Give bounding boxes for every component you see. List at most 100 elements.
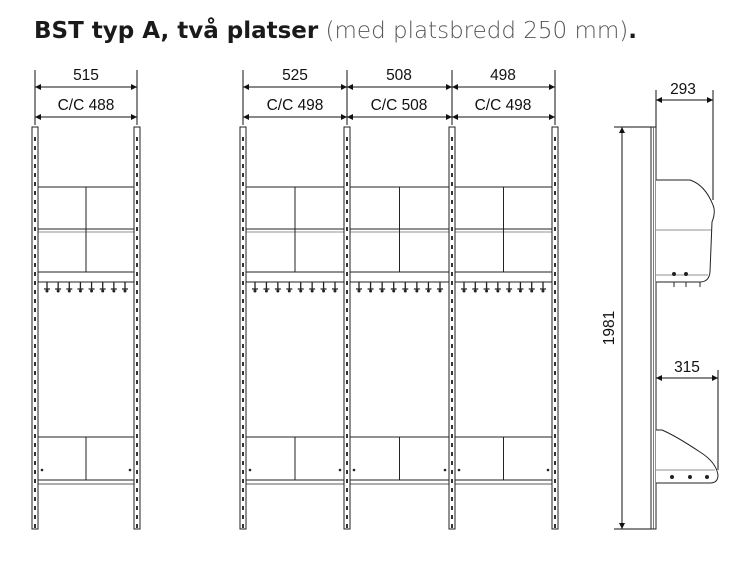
post-slot bbox=[554, 380, 556, 384]
post-slot bbox=[554, 245, 556, 249]
coat-hook bbox=[506, 282, 513, 290]
coat-hook bbox=[88, 282, 95, 290]
coat-hook-knob bbox=[253, 289, 257, 293]
coat-hook-knob bbox=[473, 289, 477, 293]
post-slot bbox=[136, 407, 138, 411]
post-slot bbox=[242, 227, 244, 231]
post-slot bbox=[451, 173, 453, 177]
post-slot bbox=[242, 281, 244, 285]
post-slot bbox=[242, 218, 244, 222]
post-slot bbox=[451, 200, 453, 204]
post-slot bbox=[136, 416, 138, 420]
triple-width-label-1: 525 bbox=[282, 67, 308, 84]
post-slot bbox=[34, 371, 36, 375]
coat-hook bbox=[263, 282, 270, 290]
post-slot bbox=[554, 200, 556, 204]
post-slot bbox=[346, 191, 348, 195]
coat-hook bbox=[55, 282, 62, 290]
side-depth-top-label: 293 bbox=[670, 81, 696, 98]
left-width-label: 515 bbox=[73, 67, 99, 84]
post-slot bbox=[451, 515, 453, 519]
coat-hook bbox=[517, 282, 524, 290]
coat-hook bbox=[274, 282, 281, 290]
post-slot bbox=[451, 182, 453, 186]
post-slot bbox=[34, 308, 36, 312]
page-title: BST typ A, två platser (med platsbredd 2… bbox=[34, 18, 637, 44]
post-slot bbox=[346, 524, 348, 528]
coat-hook-knob bbox=[403, 289, 407, 293]
post-slot bbox=[451, 488, 453, 492]
post-slot bbox=[34, 515, 36, 519]
post-slot bbox=[554, 236, 556, 240]
post-slot bbox=[451, 425, 453, 429]
post-slot bbox=[34, 389, 36, 393]
side-view bbox=[614, 90, 719, 530]
post-slot bbox=[136, 245, 138, 249]
post-slot bbox=[34, 227, 36, 231]
post-slot bbox=[451, 434, 453, 438]
post-slot bbox=[242, 344, 244, 348]
bench-screw bbox=[352, 468, 356, 472]
post-slot bbox=[554, 191, 556, 195]
front-view-triple bbox=[239, 126, 559, 530]
post-slot bbox=[242, 317, 244, 321]
post-slot bbox=[451, 470, 453, 474]
post-slot bbox=[34, 137, 36, 141]
post-slot bbox=[346, 362, 348, 366]
post-slot bbox=[136, 254, 138, 258]
post-slot bbox=[451, 398, 453, 402]
post-slot bbox=[136, 497, 138, 501]
coat-hook bbox=[122, 282, 128, 290]
hook-rail bbox=[349, 271, 450, 283]
coat-hook-knob bbox=[310, 289, 314, 293]
post-slot bbox=[346, 353, 348, 357]
post-slot bbox=[242, 488, 244, 492]
triple-cc-label-3: C/C 498 bbox=[475, 97, 532, 114]
post-slot bbox=[554, 524, 556, 528]
post-slot bbox=[136, 461, 138, 465]
coat-hook-knob bbox=[90, 289, 94, 293]
post-slot bbox=[242, 479, 244, 483]
hook-rail bbox=[245, 271, 345, 283]
post-slot bbox=[346, 344, 348, 348]
post-slot bbox=[554, 317, 556, 321]
post-slot bbox=[242, 164, 244, 168]
post-slot bbox=[136, 506, 138, 510]
post-slot bbox=[554, 218, 556, 222]
post-slot bbox=[554, 308, 556, 312]
hook-rail bbox=[37, 271, 135, 283]
post-slot bbox=[346, 488, 348, 492]
post-slot bbox=[34, 146, 36, 150]
post-slot bbox=[346, 236, 348, 240]
post-slot bbox=[451, 317, 453, 321]
triple-cc-label-1: C/C 498 bbox=[267, 97, 324, 114]
coat-hook bbox=[110, 282, 117, 290]
post-slot bbox=[34, 164, 36, 168]
post-slot bbox=[242, 371, 244, 375]
post-slot bbox=[451, 299, 453, 303]
post-slot bbox=[136, 452, 138, 456]
post-slot bbox=[136, 263, 138, 267]
post-slot bbox=[346, 326, 348, 330]
post-slot bbox=[346, 335, 348, 339]
post-slot bbox=[451, 137, 453, 141]
post-slot bbox=[451, 407, 453, 411]
post-slot bbox=[242, 209, 244, 213]
post-slot bbox=[34, 155, 36, 159]
post-slot bbox=[346, 173, 348, 177]
post-slot bbox=[242, 326, 244, 330]
post-slot bbox=[136, 191, 138, 195]
coat-hook bbox=[390, 282, 397, 290]
post-slot bbox=[554, 263, 556, 267]
side-depth-bottom-label: 315 bbox=[674, 359, 700, 376]
post-slot bbox=[451, 461, 453, 465]
bench-screw bbox=[248, 468, 252, 472]
post-slot bbox=[554, 470, 556, 474]
post-slot bbox=[346, 452, 348, 456]
coat-hook bbox=[483, 282, 490, 290]
coat-hook-knob bbox=[287, 289, 291, 293]
post-slot bbox=[554, 416, 556, 420]
post-slot bbox=[136, 434, 138, 438]
post-slot bbox=[346, 308, 348, 312]
post-slot bbox=[136, 227, 138, 231]
